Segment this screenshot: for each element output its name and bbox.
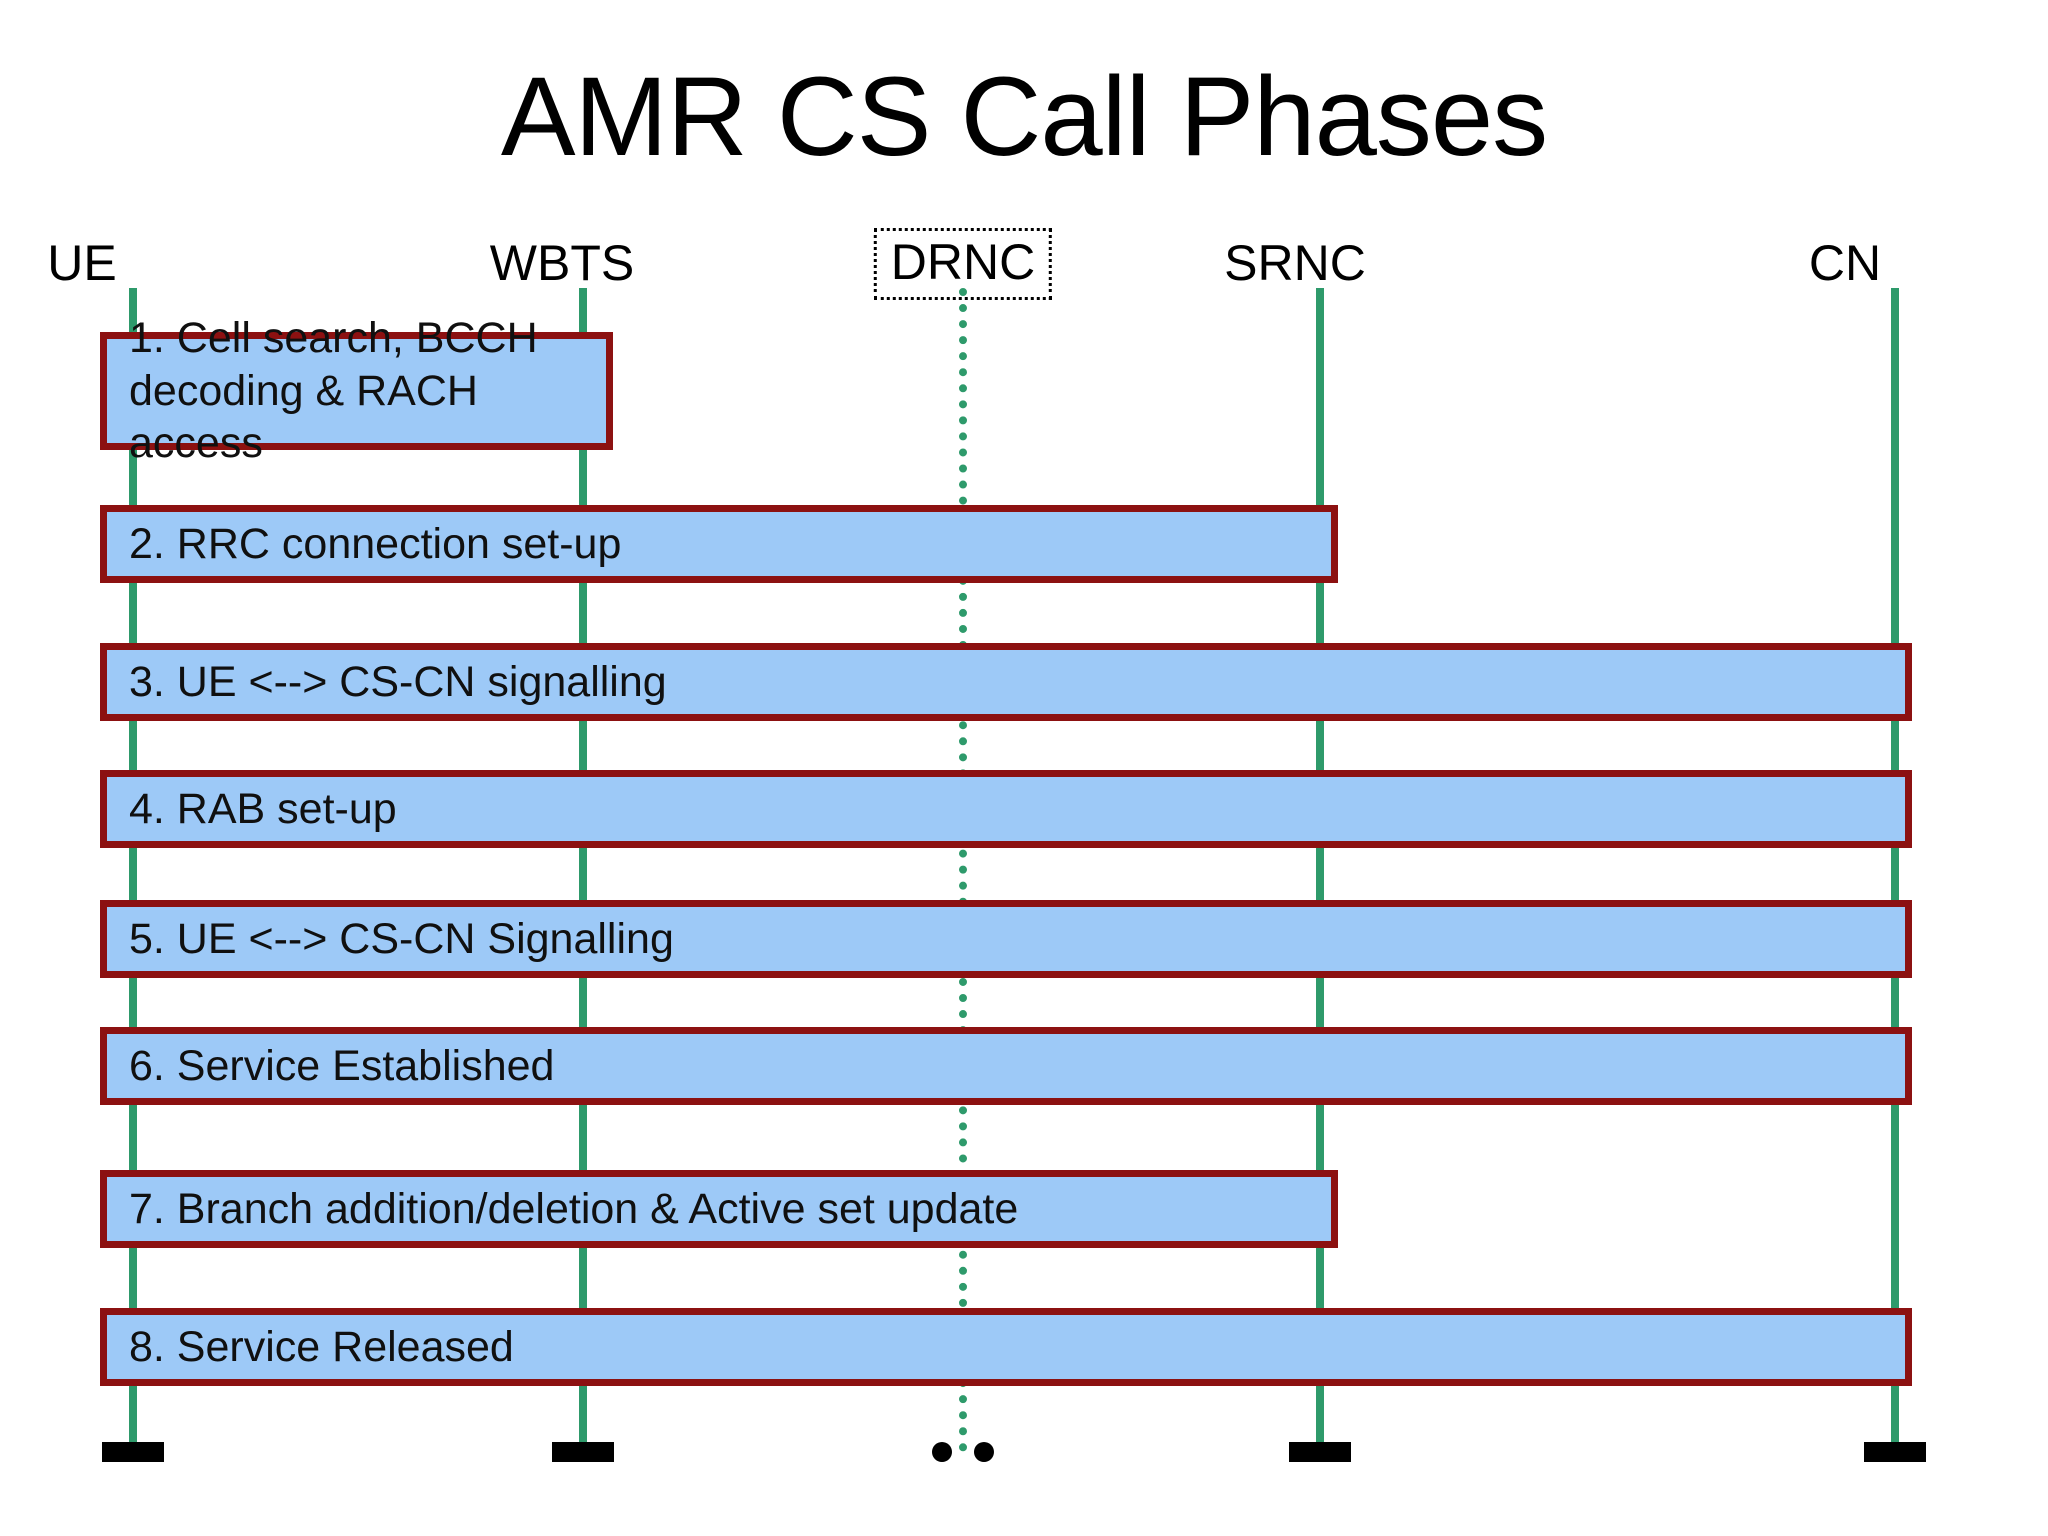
phase-label-2: 2. RRC connection set-up	[129, 519, 622, 568]
phase-box-7[interactable]: 7. Branch addition/deletion & Active set…	[100, 1170, 1338, 1248]
lifeline-drnc	[959, 288, 967, 1452]
phase-label-7: 7. Branch addition/deletion & Active set…	[129, 1184, 1019, 1233]
phase-box-1[interactable]: 1. Cell search, BCCH decoding & RACH acc…	[100, 314, 613, 467]
phase-label-6: 6. Service Established	[129, 1041, 555, 1090]
phase-label-4: 4. RAB set-up	[129, 784, 397, 833]
phase-label-5: 5. UE <--> CS-CN Signalling	[129, 914, 674, 963]
lifeline-ue	[129, 288, 137, 1452]
actor-label-ue[interactable]: UE	[47, 235, 117, 291]
lifeline-srnc	[1316, 288, 1324, 1452]
phase-box-8[interactable]: 8. Service Released	[100, 1308, 1912, 1386]
lifeline-cn	[1891, 288, 1899, 1452]
actor-label-wbts[interactable]: WBTS	[489, 235, 635, 291]
terminator-drnc	[932, 1442, 994, 1462]
actor-label-drnc[interactable]: DRNC	[873, 228, 1053, 300]
phase-label-8: 8. Service Released	[129, 1322, 514, 1371]
terminator-ue	[102, 1442, 164, 1462]
actor-label-srnc[interactable]: SRNC	[1224, 235, 1366, 291]
actor-label-cn[interactable]: CN	[1808, 235, 1882, 291]
phase-label-3: 3. UE <--> CS-CN signalling	[129, 657, 667, 706]
phase-box-4[interactable]: 4. RAB set-up	[100, 770, 1912, 848]
page-title: AMR CS Call Phases	[500, 54, 1548, 179]
terminator-srnc	[1289, 1442, 1351, 1462]
terminator-wbts	[552, 1442, 614, 1462]
phase-box-3[interactable]: 3. UE <--> CS-CN signalling	[100, 643, 1912, 721]
phase-box-2[interactable]: 2. RRC connection set-up	[100, 505, 1338, 583]
phase-box-6[interactable]: 6. Service Established	[100, 1027, 1912, 1105]
phase-box-5[interactable]: 5. UE <--> CS-CN Signalling	[100, 900, 1912, 978]
lifeline-wbts	[579, 288, 587, 1452]
terminator-cn	[1864, 1442, 1926, 1462]
phase-label-1: 1. Cell search, BCCH decoding & RACH acc…	[129, 314, 538, 468]
